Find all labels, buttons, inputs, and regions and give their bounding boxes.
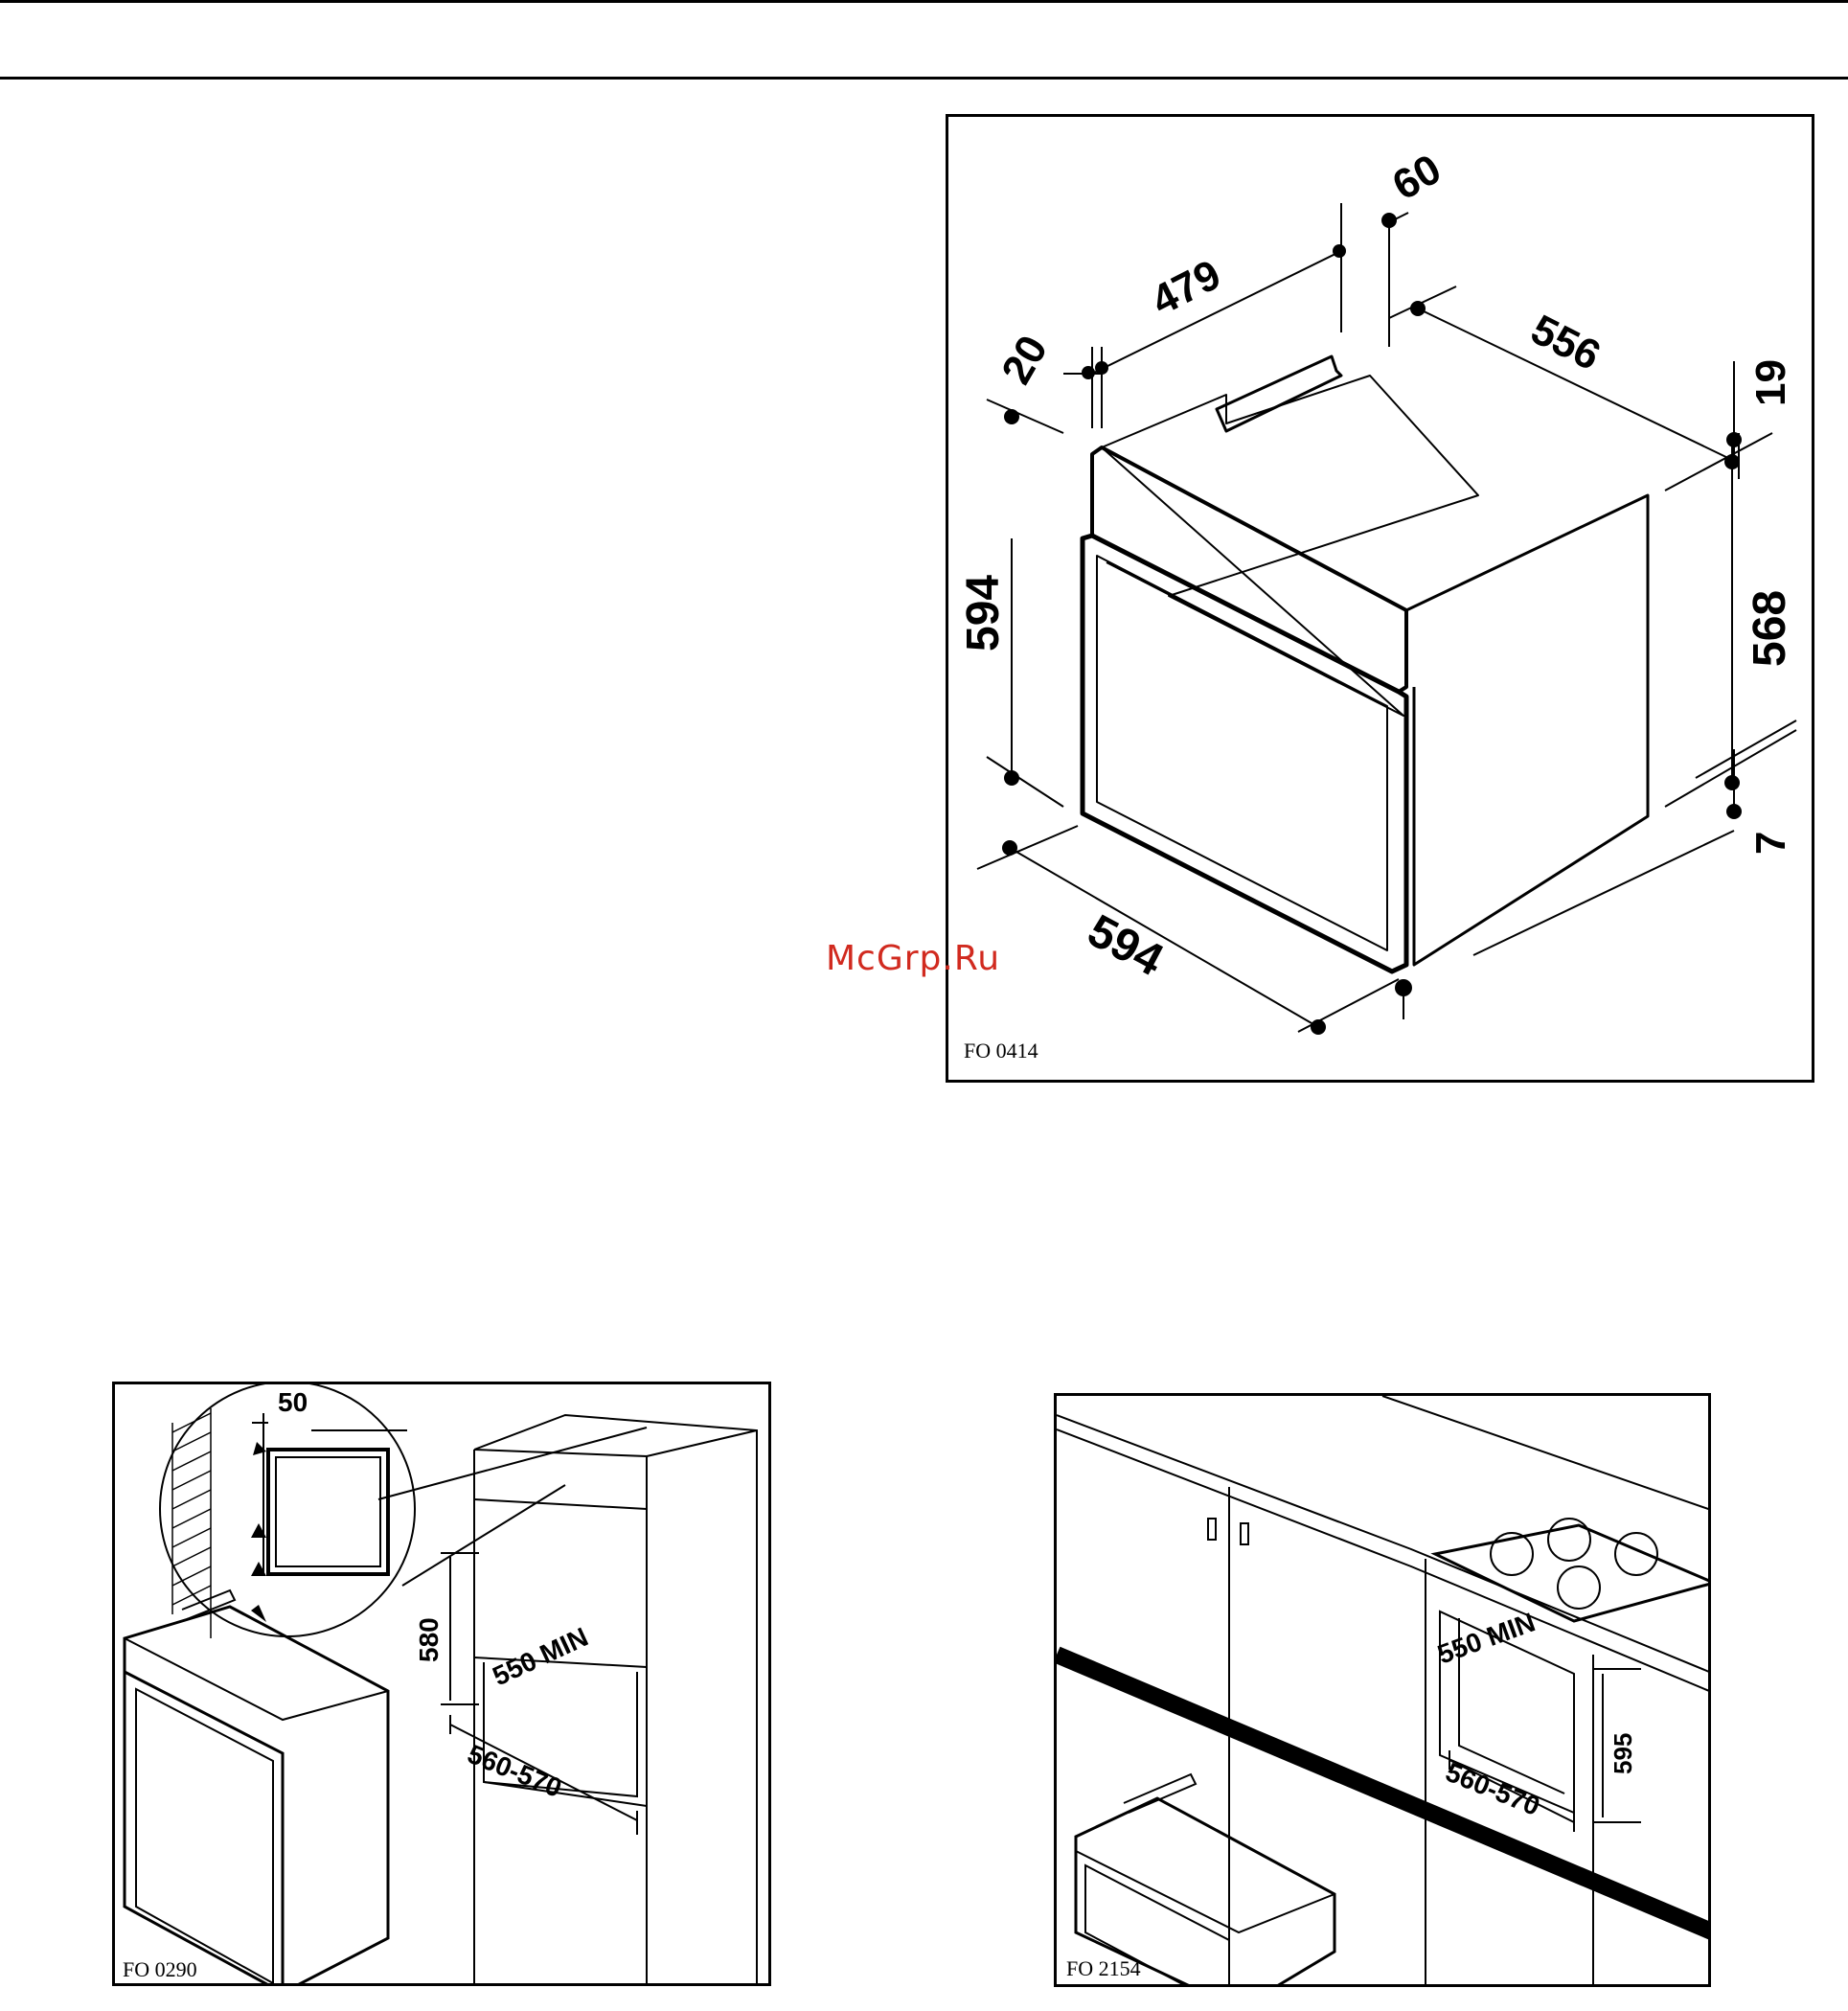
undercounter-installation-drawing: 550 MIN 595 560-570 [1057,1396,1711,1987]
dim-568-label: 568 [1745,590,1795,667]
dim-594-height-label: 594 [958,575,1009,651]
header-rule-bottom [0,77,1848,80]
figure-undercounter-installation: 550 MIN 595 560-570 FO 2154 [1054,1393,1711,1987]
dim-560-570-label: 560-570 [1442,1757,1544,1821]
dim-560-570-label: 560-570 [464,1739,566,1803]
dim-550-min-label: 550 MIN [488,1622,592,1692]
figure-code: FO 0414 [964,1039,1038,1063]
figure-code: FO 2154 [1066,1956,1141,1981]
figure-column-installation: 50 580 550 MIN 560-570 FO 0290 [112,1382,771,1986]
dim-19-label: 19 [1747,359,1794,406]
watermark: McGrp.Ru [826,939,1000,978]
header-rule-top [0,0,1848,3]
dim-595-label: 595 [1608,1733,1637,1774]
figure-oven-dimensions: 60 479 20 556 19 594 568 7 594 FO 0414 [946,114,1814,1083]
figure-code: FO 0290 [123,1957,197,1982]
dim-7-label: 7 [1747,832,1794,855]
dim-580-label: 580 [414,1617,444,1662]
dim-556-label: 556 [1523,306,1608,379]
oven-dimensions-drawing: 60 479 20 556 19 594 568 7 594 [948,117,1814,1083]
column-installation-drawing: 50 580 550 MIN 560-570 [115,1384,771,1986]
dim-594-width-label: 594 [1080,905,1172,987]
dim-50-label: 50 [278,1387,308,1417]
dim-60-label: 60 [1385,146,1449,210]
dim-20-label: 20 [992,328,1057,392]
